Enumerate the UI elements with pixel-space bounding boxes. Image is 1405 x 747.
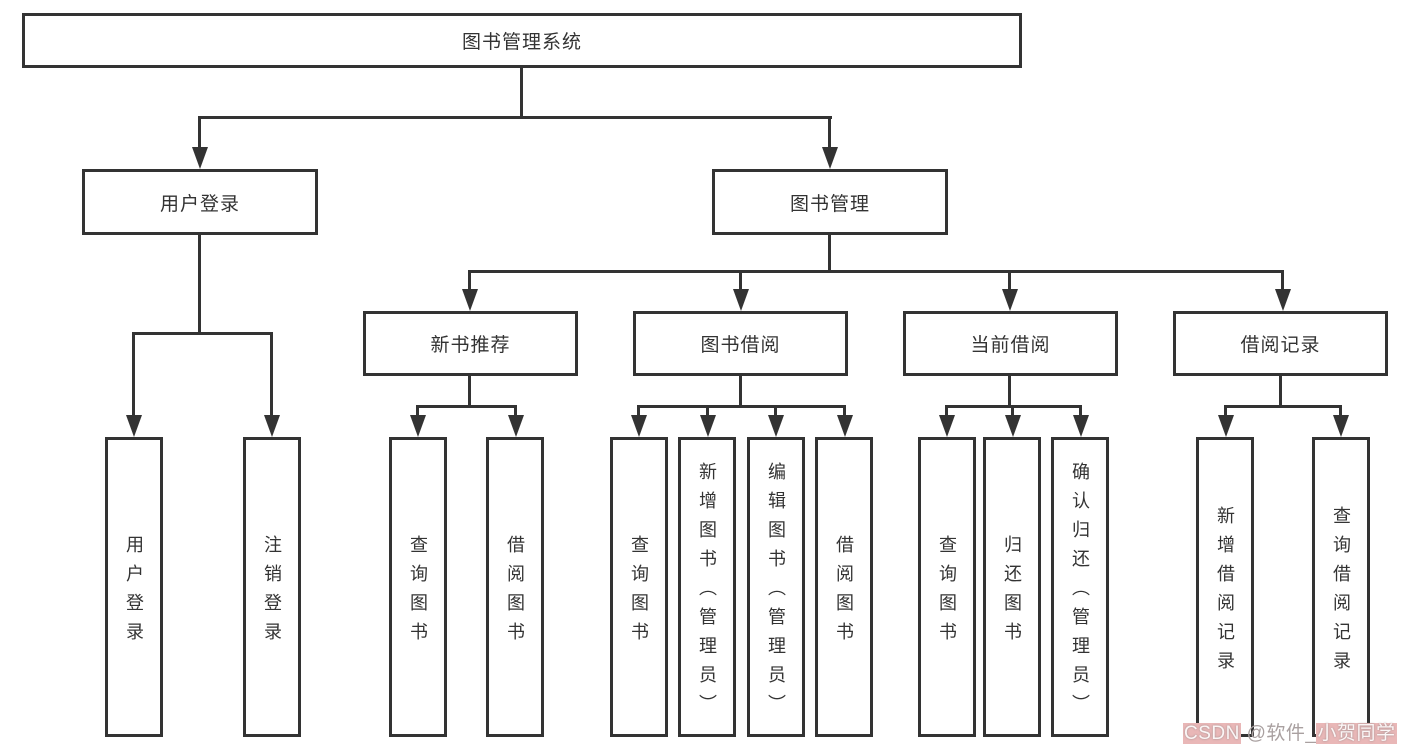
node-new-book-recommend: 新书推荐 bbox=[363, 311, 578, 376]
connector-line bbox=[468, 270, 471, 292]
leaf-query-books-current: 查询图书 bbox=[918, 437, 976, 737]
arrow-down-icon bbox=[1218, 415, 1234, 437]
arrow-down-icon bbox=[1275, 289, 1291, 311]
connector-line bbox=[1011, 405, 1014, 419]
watermark-handle-prefix: @软件_ bbox=[1240, 723, 1317, 744]
connector-line bbox=[416, 405, 517, 408]
connector-line bbox=[198, 235, 201, 334]
csdn-watermark: CSDN @软件_小贺同学 bbox=[1183, 718, 1397, 745]
node-label: 当前借阅 bbox=[970, 335, 1051, 356]
leaf-label: 借阅图书 bbox=[505, 534, 525, 651]
connector-line bbox=[1008, 270, 1011, 292]
leaf-label: 查询图书 bbox=[937, 534, 957, 651]
arrow-down-icon bbox=[700, 415, 716, 437]
node-root-label: 图书管理系统 bbox=[461, 32, 582, 53]
connector-line bbox=[828, 235, 831, 272]
arrow-down-icon bbox=[837, 415, 853, 437]
node-user-login: 用户登录 bbox=[82, 169, 318, 235]
connector-line bbox=[1224, 405, 1227, 419]
connector-line bbox=[132, 332, 273, 335]
connector-line bbox=[198, 116, 832, 119]
node-label: 借阅记录 bbox=[1240, 335, 1321, 356]
arrow-down-icon bbox=[733, 289, 749, 311]
arrow-down-icon bbox=[264, 415, 280, 437]
connector-line bbox=[514, 405, 517, 419]
arrow-down-icon bbox=[939, 415, 955, 437]
arrow-down-icon bbox=[1333, 415, 1349, 437]
connector-line bbox=[1339, 405, 1342, 419]
leaf-label: 编辑图书（管理员） bbox=[766, 462, 786, 723]
node-current-borrow: 当前借阅 bbox=[903, 311, 1118, 376]
leaf-confirm-return-admin: 确认归还（管理员） bbox=[1051, 437, 1109, 737]
connector-line bbox=[1224, 405, 1342, 408]
arrow-down-icon bbox=[192, 147, 208, 169]
leaf-query-books: 查询图书 bbox=[610, 437, 668, 737]
leaf-label: 确认归还（管理员） bbox=[1070, 462, 1090, 723]
arrow-down-icon bbox=[508, 415, 524, 437]
connector-line bbox=[1281, 270, 1284, 292]
connector-line bbox=[1279, 376, 1282, 408]
connector-line bbox=[774, 405, 777, 419]
connector-line bbox=[843, 405, 846, 419]
node-root: 图书管理系统 bbox=[22, 13, 1022, 68]
arrow-down-icon bbox=[1073, 415, 1089, 437]
connector-line bbox=[468, 376, 471, 408]
leaf-label: 归还图书 bbox=[1002, 534, 1022, 651]
connector-line bbox=[739, 270, 742, 292]
arrow-down-icon bbox=[126, 415, 142, 437]
watermark-brand: CSDN bbox=[1183, 723, 1241, 744]
connector-line bbox=[945, 405, 948, 419]
connector-line bbox=[828, 116, 831, 152]
leaf-borrow-books-recommend: 借阅图书 bbox=[486, 437, 544, 737]
connector-line bbox=[706, 405, 709, 419]
leaf-return-books: 归还图书 bbox=[983, 437, 1041, 737]
leaf-borrow-books: 借阅图书 bbox=[815, 437, 873, 737]
node-label: 新书推荐 bbox=[430, 335, 511, 356]
node-label: 图书管理 bbox=[789, 193, 870, 215]
leaf-label: 新增借阅记录 bbox=[1215, 505, 1235, 680]
leaf-query-borrow-record: 查询借阅记录 bbox=[1312, 437, 1370, 737]
connector-line bbox=[739, 376, 742, 408]
connector-line bbox=[1008, 376, 1011, 408]
node-borrow-records: 借阅记录 bbox=[1173, 311, 1388, 376]
connector-line bbox=[468, 270, 1284, 273]
leaf-logout: 注销登录 bbox=[243, 437, 301, 737]
watermark-handle-name: 小贺同学 bbox=[1316, 723, 1397, 744]
leaf-edit-books-admin: 编辑图书（管理员） bbox=[747, 437, 805, 737]
leaf-label: 新增图书（管理员） bbox=[697, 462, 717, 723]
leaf-label: 查询图书 bbox=[408, 534, 428, 651]
arrow-down-icon bbox=[1002, 289, 1018, 311]
connector-line bbox=[132, 332, 135, 418]
leaf-user-login: 用户登录 bbox=[105, 437, 163, 737]
leaf-label: 借阅图书 bbox=[834, 534, 854, 651]
node-book-borrow: 图书借阅 bbox=[633, 311, 848, 376]
leaf-query-books-recommend: 查询图书 bbox=[389, 437, 447, 737]
connector-line bbox=[1079, 405, 1082, 419]
leaf-label: 查询图书 bbox=[629, 534, 649, 651]
leaf-label: 查询借阅记录 bbox=[1331, 505, 1351, 680]
connector-line bbox=[637, 405, 846, 408]
connector-line bbox=[637, 405, 640, 419]
arrow-down-icon bbox=[631, 415, 647, 437]
arrow-down-icon bbox=[462, 289, 478, 311]
node-label: 图书借阅 bbox=[700, 335, 781, 356]
arrow-down-icon bbox=[1005, 415, 1021, 437]
leaf-label: 用户登录 bbox=[124, 534, 144, 651]
leaf-label: 注销登录 bbox=[262, 534, 282, 651]
node-book-management: 图书管理 bbox=[712, 169, 948, 235]
node-label: 用户登录 bbox=[159, 193, 240, 215]
arrow-down-icon bbox=[768, 415, 784, 437]
arrow-down-icon bbox=[410, 415, 426, 437]
connector-line bbox=[520, 68, 523, 118]
leaf-add-borrow-record: 新增借阅记录 bbox=[1196, 437, 1254, 737]
connector-line bbox=[416, 405, 419, 419]
connector-line bbox=[198, 116, 201, 152]
leaf-add-books-admin: 新增图书（管理员） bbox=[678, 437, 736, 737]
arrow-down-icon bbox=[822, 147, 838, 169]
connector-line bbox=[270, 332, 273, 418]
